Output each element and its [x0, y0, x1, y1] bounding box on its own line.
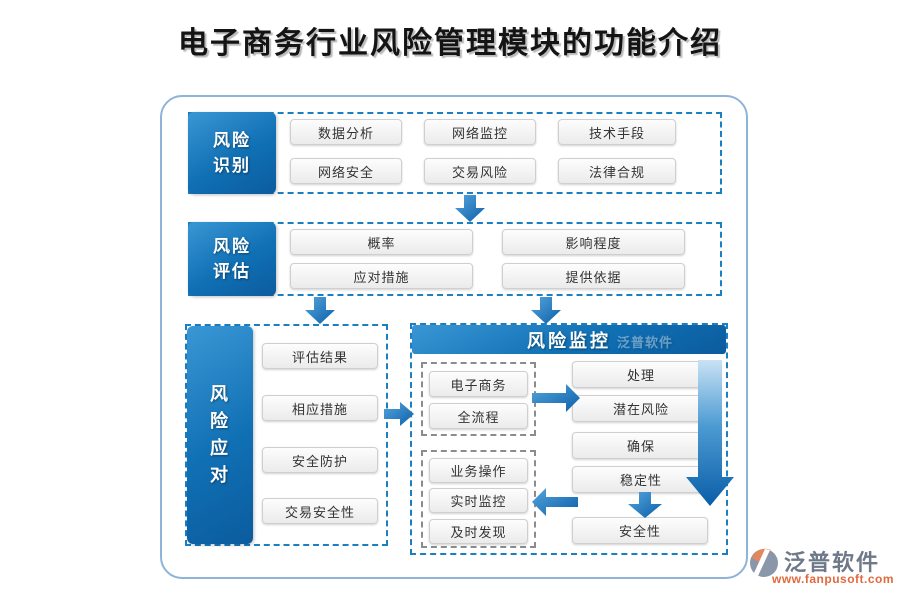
footer-logo: 泛普软件 www.fanpusoft.com [748, 545, 898, 587]
page-title: 电子商务行业风险管理模块的功能介绍 [178, 27, 722, 60]
arrow-down-icon [628, 492, 662, 518]
item-probability: 概率 [290, 229, 473, 255]
item-handle: 处理 [572, 361, 710, 388]
item-business-operation: 业务操作 [429, 458, 528, 483]
item-ensure: 确保 [572, 432, 710, 459]
item-data-analysis: 数据分析 [290, 119, 402, 145]
item-corresponding-measures: 相应措施 [262, 395, 378, 421]
item-security: 安全性 [572, 517, 708, 544]
item-legal-compliance: 法律合规 [558, 158, 676, 184]
fanpu-logo-icon [750, 548, 778, 577]
label-line: 评估 [213, 262, 251, 281]
label-line: 险 [210, 411, 230, 431]
brand-name: 泛普软件 [784, 550, 881, 575]
item-security-protection: 安全防护 [262, 447, 378, 473]
section-risk-monitoring [410, 323, 728, 555]
arrow-right-icon [532, 384, 580, 412]
item-potential-risk: 潜在风险 [572, 395, 710, 422]
arrow-down-icon [531, 297, 561, 324]
item-network-monitoring: 网络监控 [424, 119, 536, 145]
arrow-down-icon [455, 195, 485, 222]
section-risk-response [185, 324, 388, 546]
risk-identification-label: 风险 识别 [188, 112, 276, 194]
watermark-text: 泛普软件 [617, 335, 674, 350]
item-stability: 稳定性 [572, 466, 710, 493]
risk-response-label: 风 险 应 对 [187, 326, 253, 544]
item-impact-degree: 影响程度 [502, 229, 685, 255]
item-timely-discovery: 及时发现 [429, 519, 528, 544]
item-transaction-safety: 交易安全性 [262, 498, 378, 524]
arrow-right-icon [384, 402, 414, 426]
label-line: 风险 [213, 236, 251, 256]
item-full-process: 全流程 [429, 403, 528, 429]
label-line: 风 [210, 384, 230, 404]
label-line: 对 [210, 465, 230, 485]
arrow-down-icon [305, 297, 335, 324]
item-technical-means: 技术手段 [558, 119, 676, 145]
arrow-down-big-icon [686, 360, 734, 506]
item-response-measures: 应对措施 [290, 263, 473, 289]
risk-assessment-label: 风险 评估 [188, 222, 276, 296]
label-line: 应 [210, 438, 230, 458]
item-network-security: 网络安全 [290, 158, 402, 184]
label-line: 风险 [213, 130, 251, 150]
risk-monitoring-header: 风险监控 泛普软件 [412, 325, 726, 354]
item-realtime-monitoring: 实时监控 [429, 488, 528, 513]
label-line: 识别 [213, 156, 251, 175]
risk-monitoring-title: 风险监控 [527, 330, 611, 351]
arrow-left-icon [532, 488, 578, 516]
brand-url: www.fanpusoft.com [772, 572, 895, 586]
item-transaction-risk: 交易风险 [424, 158, 536, 184]
item-provide-basis: 提供依据 [502, 263, 685, 289]
item-assessment-result: 评估结果 [262, 343, 378, 369]
item-ecommerce: 电子商务 [429, 371, 528, 397]
